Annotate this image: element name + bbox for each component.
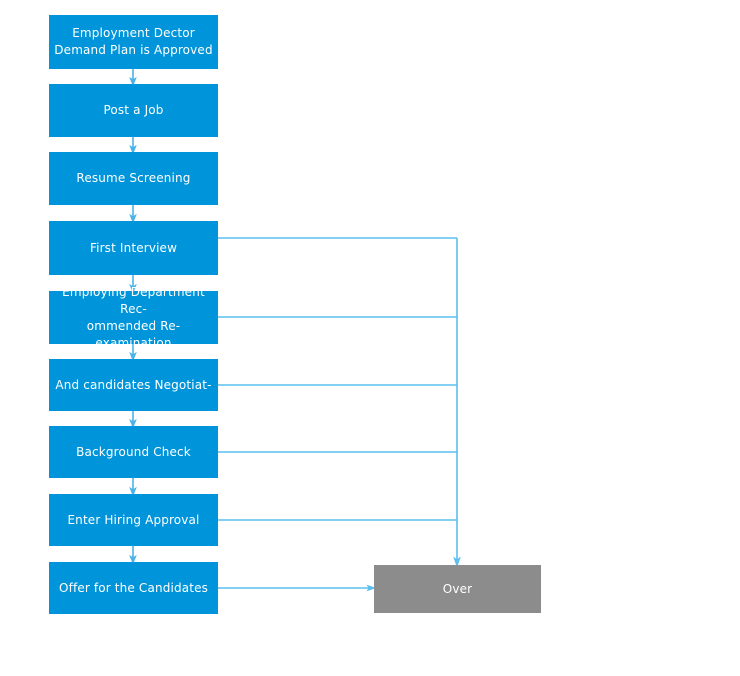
node-offer-for-the-candidates[interactable]: Offer for the Candidates: [49, 562, 218, 614]
node-resume-screening[interactable]: Resume Screening: [49, 152, 218, 205]
node-offer-for-the-candidates-label: Offer for the Candidates: [58, 580, 209, 595]
node-post-a-job-label: Post a Job: [103, 103, 164, 117]
node-resume-screening-label: Resume Screening: [76, 171, 191, 185]
node-background-check[interactable]: Background Check: [49, 426, 218, 478]
node-employment-demand-plan[interactable]: Employment Dector Demand Plan is Approve…: [49, 15, 218, 69]
node-employing-department-recommended-re-examination-label: Employing Department Rec- ommended Re-ex…: [62, 284, 205, 350]
node-employment-demand-plan-label: Employment Dector Demand Plan is Approve…: [54, 26, 213, 57]
node-background-check-label: Background Check: [76, 444, 191, 459]
node-over[interactable]: Over: [374, 565, 541, 613]
branch-connector-group: [218, 237, 457, 521]
node-post-a-job[interactable]: Post a Job: [49, 84, 218, 137]
node-first-interview[interactable]: First Interview: [49, 221, 218, 275]
node-over-label: Over: [442, 581, 473, 596]
node-and-candidates-negotiat[interactable]: And candidates Negotiat-: [49, 359, 218, 411]
node-enter-hiring-approval[interactable]: Enter Hiring Approval: [49, 494, 218, 546]
node-employing-department-recommended-re-examination[interactable]: Employing Department Rec- ommended Re-ex…: [49, 285, 218, 350]
node-enter-hiring-approval-label: Enter Hiring Approval: [67, 512, 200, 527]
node-first-interview-label: First Interview: [89, 240, 178, 255]
node-and-candidates-negotiat-label: And candidates Negotiat-: [55, 377, 212, 392]
